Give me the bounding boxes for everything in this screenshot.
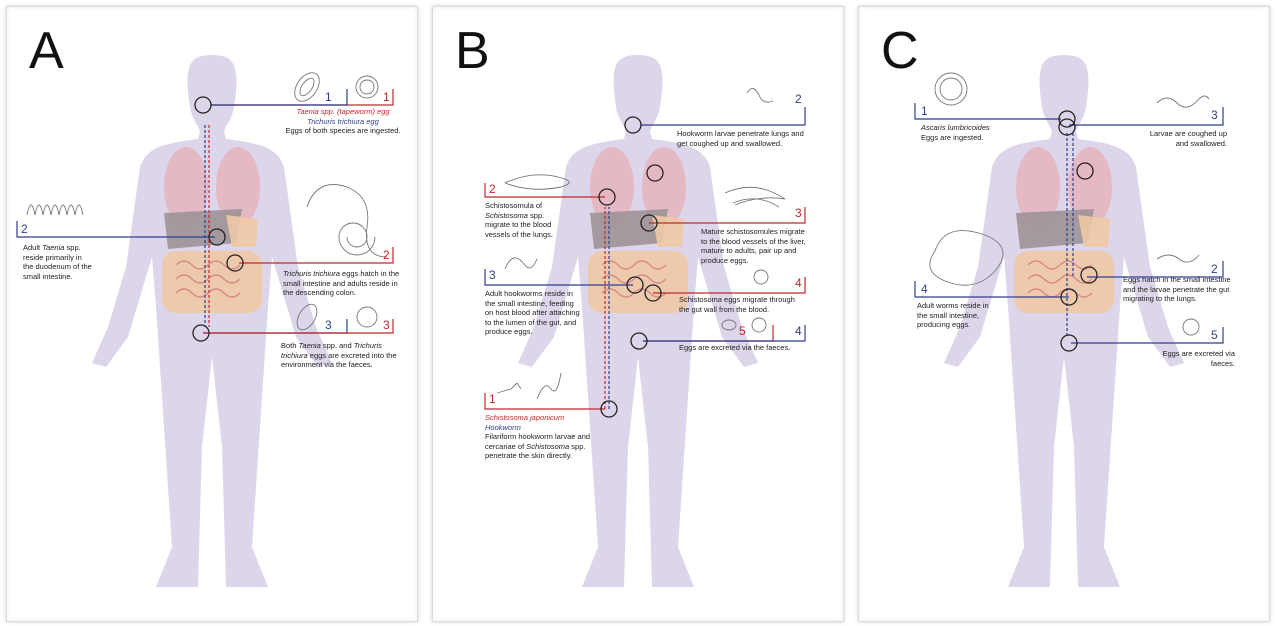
caption-stage-2: Adult Taenia spp. reside primarily in th… xyxy=(23,243,93,281)
stage-number: 3 xyxy=(489,269,496,281)
stage-number: 2 xyxy=(489,183,496,195)
stage-number: 1 xyxy=(489,393,496,405)
species-name: Ascaris lumbricoides xyxy=(921,123,990,132)
species-name: Trichuris trichiura egg xyxy=(307,117,379,126)
caption-stage-5: Eggs are excreted via faeces. xyxy=(1143,349,1235,368)
stage-number: 5 xyxy=(739,325,746,337)
species-name: Schistosoma xyxy=(485,211,528,220)
caption-text: Eggs of both species are ingested. xyxy=(285,126,400,135)
caption-stage-4: Both Taenia spp. and Trichuris trichiura… xyxy=(281,341,405,370)
caption-skin-penetration: Schistosoma japonicum Hookworm Filarifor… xyxy=(485,413,595,461)
caption-stage-4: Adult worms reside in the small intestin… xyxy=(917,301,997,330)
species-name: Taenia spp. (tapeworm) egg xyxy=(296,107,389,116)
caption-stage-3: Larvae are coughed up and swallowed. xyxy=(1147,129,1227,148)
caption-text: Hookworm larvae penetrate lungs and get … xyxy=(677,129,804,148)
caption-adult-hookworms: Adult hookworms reside in the small inte… xyxy=(485,289,581,337)
hookworm-larva-icon xyxy=(747,88,773,102)
stage-number: 4 xyxy=(795,277,802,289)
caption-mature-schistosomes: Mature schistosomules migrate to the blo… xyxy=(701,227,809,265)
caption-schistosomula: Schistosomula of Schistosoma spp. migrat… xyxy=(485,201,567,239)
ascaris-larva-icon xyxy=(1157,96,1209,107)
caption-text: Schistosomula of xyxy=(485,201,542,210)
stage-number: 2 xyxy=(795,93,802,105)
stage-number: 2 xyxy=(1211,263,1218,275)
stage-number: 2 xyxy=(383,249,390,261)
stage-number: 4 xyxy=(795,325,802,337)
stage-number: 3 xyxy=(325,319,332,331)
intestine xyxy=(588,251,688,313)
stage-number: 2 xyxy=(21,223,28,235)
caption-eggs-excreted: Eggs are excreted via the faeces. xyxy=(679,343,807,353)
species-name: Hookworm xyxy=(485,423,521,432)
intestine xyxy=(162,251,262,313)
caption-stage-1: Ascaris lumbricoides Eggs are ingested. xyxy=(921,123,1031,142)
stage-number: 3 xyxy=(795,207,802,219)
caption-text: Larvae are coughed up and swallowed. xyxy=(1150,129,1227,148)
caption-stage-1: Taenia spp. (tapeworm) egg Trichuris tri… xyxy=(281,107,405,136)
stage-number: 3 xyxy=(1211,109,1218,121)
tapeworm-icon xyxy=(27,205,83,215)
caption-text: Adult worms reside in the small intestin… xyxy=(917,301,989,329)
species-name: Taenia xyxy=(42,243,64,252)
caption-text: Adult xyxy=(23,243,42,252)
caption-text: Both xyxy=(281,341,299,350)
panel-a: A 1 1 xyxy=(6,6,418,622)
adult-hookworm-icon xyxy=(505,258,537,269)
caption-stage-3: Trichuris trichiura eggs hatch in the sm… xyxy=(283,269,401,298)
species-name: Trichuris trichiura xyxy=(283,269,340,278)
whipworm-icon xyxy=(307,185,387,258)
caption-stage-2: Eggs hatch in the small intestine and th… xyxy=(1123,275,1235,304)
stage-number: 1 xyxy=(921,105,928,117)
schistosomula-icon xyxy=(505,175,569,189)
species-name: Taenia xyxy=(299,341,321,350)
stage-number: 4 xyxy=(921,283,928,295)
caption-hookworm-lungs: Hookworm larvae penetrate lungs and get … xyxy=(677,129,807,148)
caption-text: Adult hookworms reside in the small inte… xyxy=(485,289,580,336)
panel-a-diagram xyxy=(7,7,417,621)
caption-egg-migration: Schistosoma eggs migrate through the gut… xyxy=(679,295,807,314)
stage-number: 5 xyxy=(1211,329,1218,341)
caption-text: Eggs are excreted via faeces. xyxy=(1162,349,1235,368)
cercaria-icon xyxy=(497,383,521,393)
species-name: Schistosoma xyxy=(526,442,569,451)
species-name: Schistosoma japonicum xyxy=(485,413,564,422)
caption-text: Eggs hatch in the small intestine and th… xyxy=(1123,275,1231,303)
stage-number: 1 xyxy=(325,91,332,103)
caption-text: Schistosoma eggs migrate through the gut… xyxy=(679,295,795,314)
caption-text: Eggs are excreted via the faeces. xyxy=(679,343,790,352)
schistosome-pair-icon xyxy=(725,187,785,207)
caption-text: spp. and xyxy=(321,341,354,350)
caption-text: Eggs are ingested. xyxy=(921,133,984,142)
ascaris-larva-icon xyxy=(1157,255,1199,262)
caption-text: Mature schistosomules migrate to the blo… xyxy=(701,227,806,265)
stage-number: 1 xyxy=(383,91,390,103)
panel-c: C 1 3 2 4 5 xyxy=(858,6,1270,622)
panel-b: B xyxy=(432,6,844,622)
trichuris-egg-icon xyxy=(356,76,378,98)
filariform-larva-icon xyxy=(537,373,561,399)
taenia-egg-icon xyxy=(290,68,325,106)
stage-number: 3 xyxy=(383,319,390,331)
